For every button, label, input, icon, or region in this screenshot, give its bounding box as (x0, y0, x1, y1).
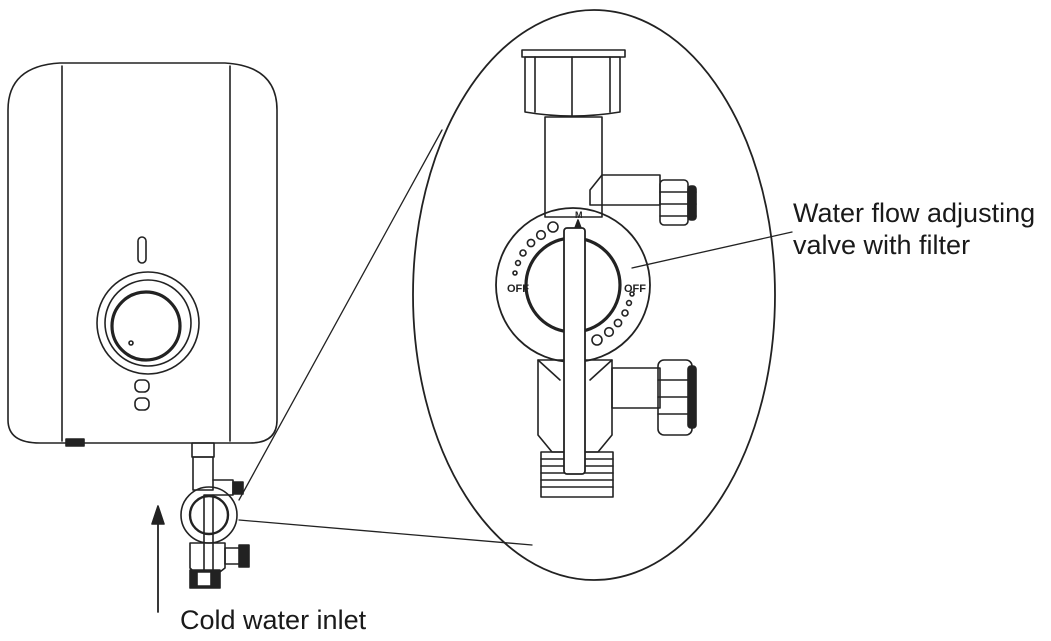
button-lower (134, 397, 150, 411)
zoom-ellipse (412, 9, 776, 581)
arrow-head (151, 505, 165, 525)
valve-callout-label: Water flow adjusting valve with filter (793, 197, 1035, 261)
zoom-line-lower (238, 519, 533, 546)
temperature-knob-outer-ring (96, 271, 200, 375)
temperature-knob (110, 290, 182, 362)
zoom-line-upper (238, 129, 443, 501)
heater-body-outline (7, 62, 278, 444)
dial-off-label-left: OFF (507, 283, 529, 295)
flow-dots-upper (512, 221, 559, 276)
small-thread-inner (196, 571, 212, 587)
top-nut-rim (521, 49, 626, 58)
valve-label-line-2: valve with filter (793, 230, 971, 260)
inlet-callout-label: Cold water inlet (180, 605, 367, 635)
small-valve-dial (188, 494, 230, 536)
lower-side-port (611, 367, 661, 409)
dial-max-arrow (574, 219, 582, 229)
valve-label-leader (631, 231, 793, 269)
small-valve-neck (192, 456, 214, 491)
button-upper (134, 379, 150, 393)
enlarged-valve: OFF OFF M (495, 49, 697, 498)
knob-pointer-dot (128, 340, 134, 346)
valve-handle (563, 227, 586, 475)
small-side-knob-top (232, 481, 244, 495)
dial-off-label-right: OFF (624, 283, 646, 295)
valve-label-line-1: Water flow adjusting (793, 198, 1036, 228)
bottom-pipe-fitting (191, 442, 215, 458)
dial-max-mark: M (575, 210, 583, 220)
top-hex-nut (524, 56, 621, 117)
small-side-knob-bottom (238, 544, 250, 568)
temperature-knob-middle-ring (104, 279, 192, 367)
lower-body-bevel-right (589, 359, 613, 381)
flow-dots-lower (591, 291, 635, 346)
magnification-callout (238, 9, 776, 581)
upper-side-knob (659, 179, 689, 226)
water-heater-unit (7, 62, 278, 458)
valve-neck (544, 116, 603, 218)
lower-side-nut-cap (687, 365, 697, 429)
upper-side-knob-cap (687, 185, 697, 221)
upper-side-port (589, 174, 661, 206)
lower-body-bevel-left (537, 359, 561, 381)
bottom-connector (65, 438, 85, 447)
indicator-light (137, 236, 147, 264)
small-valve-assembly (180, 456, 250, 589)
inlet-arrow (151, 505, 165, 613)
